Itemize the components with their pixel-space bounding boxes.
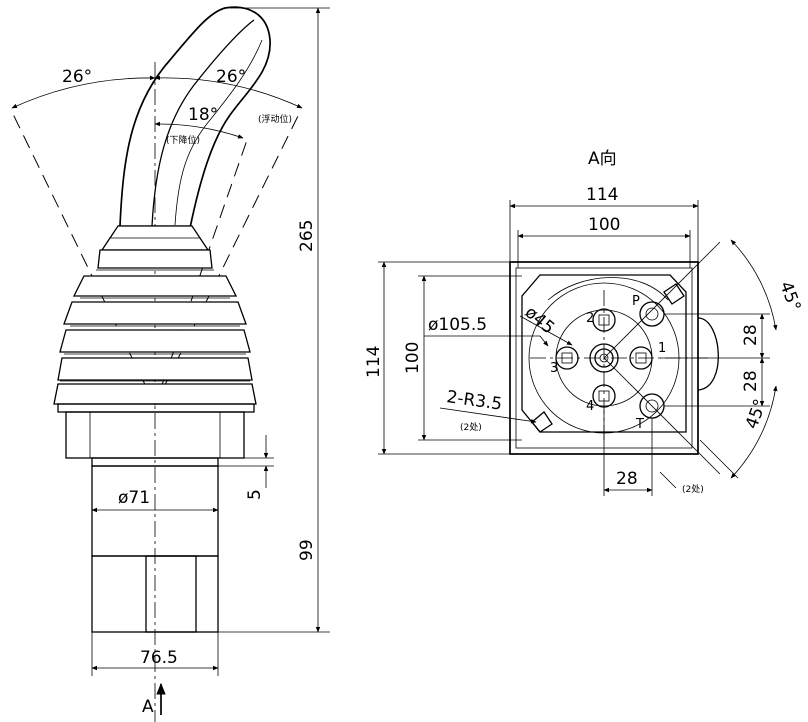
rubber-bellows bbox=[53, 225, 257, 405]
port-P-label: P bbox=[632, 294, 640, 309]
plan-view-title: A向 bbox=[588, 149, 617, 169]
plan-view: A向 bbox=[364, 149, 804, 496]
angle-right-label: 26° bbox=[216, 67, 246, 87]
angle-45-bottom-label: 45° bbox=[742, 397, 771, 432]
height-99-label: 99 bbox=[297, 539, 317, 561]
side-dimensions bbox=[91, 7, 330, 715]
radius-note-label: 2-R3.5 bbox=[445, 387, 503, 415]
diameter-105-5-label: ø105.5 bbox=[428, 315, 487, 335]
diameter-71-label: ø71 bbox=[118, 488, 150, 508]
angle-45-top-label: 45° bbox=[775, 279, 804, 314]
port-1-label: 1 bbox=[658, 341, 666, 356]
port-plate bbox=[521, 274, 687, 433]
width-100-label: 100 bbox=[588, 215, 620, 235]
dim-28-top-label: 28 bbox=[741, 324, 761, 346]
note-float-label: (浮动位) bbox=[258, 113, 292, 125]
port-center bbox=[589, 343, 619, 373]
port-2 bbox=[592, 308, 616, 332]
dim-28-mid-label: 28 bbox=[741, 370, 761, 392]
width-114-label: 114 bbox=[586, 185, 618, 205]
corner-tab-top-right bbox=[663, 283, 685, 305]
port-P bbox=[639, 301, 665, 327]
angle-arcs bbox=[11, 75, 303, 139]
height-100-label: 100 bbox=[403, 342, 423, 374]
port-3 bbox=[555, 346, 579, 370]
port-3-label: 3 bbox=[550, 361, 558, 376]
port-1 bbox=[629, 346, 653, 370]
dim-28-bottom-label: 28 bbox=[616, 469, 638, 489]
diameter-45-label: ø45 bbox=[521, 303, 558, 339]
height-114-label: 114 bbox=[364, 346, 384, 378]
side-boss bbox=[697, 317, 719, 391]
angle-left-label: 26° bbox=[62, 67, 92, 87]
count-note-left-label: (2处) bbox=[460, 421, 482, 433]
corner-tab-bottom-left bbox=[531, 411, 553, 433]
side-view: 26° 26° 18° (浮动位) (下降位) 265 5 ø71 99 76.… bbox=[11, 6, 330, 722]
port-4-label: 4 bbox=[586, 399, 594, 414]
width-76-5-label: 76.5 bbox=[140, 648, 178, 668]
view-arrow-label: A bbox=[142, 697, 154, 717]
note-down-label: (下降位) bbox=[166, 134, 200, 146]
dim-5-label: 5 bbox=[245, 489, 265, 500]
height-total-label: 265 bbox=[297, 220, 317, 252]
port-4 bbox=[592, 384, 616, 408]
angle-inner-label: 18° bbox=[188, 105, 218, 125]
joystick-handle bbox=[118, 6, 271, 229]
port-T-label: T bbox=[635, 417, 644, 432]
port-2-label: 2 bbox=[586, 311, 594, 326]
base-housing bbox=[57, 403, 255, 467]
count-note-right-label: (2处) bbox=[682, 483, 704, 495]
